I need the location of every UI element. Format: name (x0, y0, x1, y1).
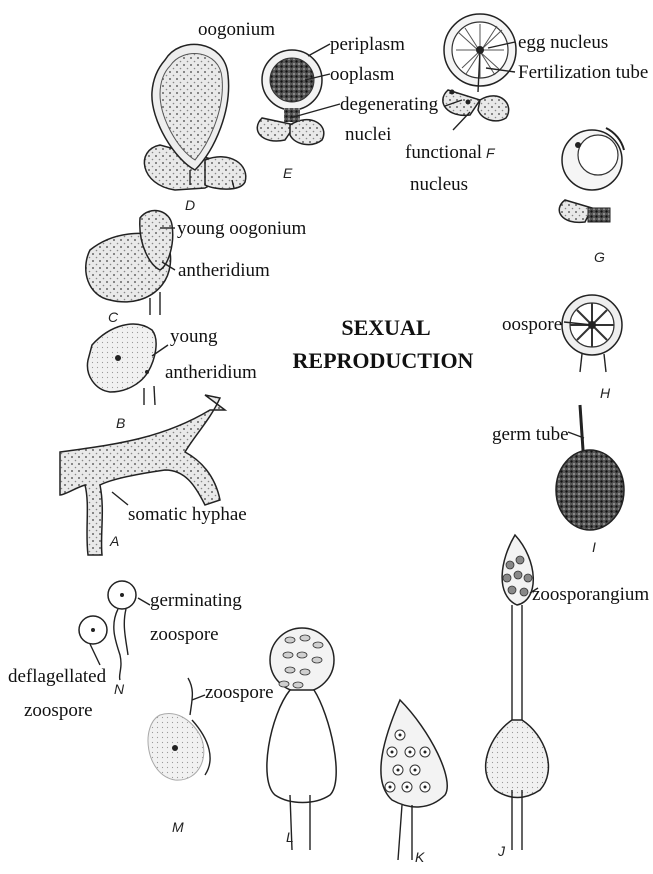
stage-letter-a: A (109, 533, 119, 549)
label-functional: functional (405, 142, 482, 163)
label-zoosporangium: zoosporangium (532, 584, 649, 605)
stage-letter-c: C (108, 309, 119, 325)
stage-letter-n: N (114, 681, 125, 697)
stage-j-drawing (486, 535, 549, 850)
label-degenerating: degenerating (340, 94, 439, 115)
label-zoospore-m: zoospore (205, 682, 274, 703)
stage-m-drawing (148, 678, 210, 780)
label-young: young (170, 326, 218, 347)
stage-letter-g: G (594, 249, 605, 265)
label-nuclei: nuclei (345, 124, 391, 145)
stage-letter-d: D (185, 197, 195, 213)
stage-letter-l: L (286, 829, 294, 845)
stage-d-oogonium-drawing (144, 44, 245, 190)
stage-letter-b: B (116, 415, 125, 431)
label-germ-tube: germ tube (492, 424, 569, 445)
stage-h-drawing (562, 295, 622, 372)
stage-l-drawing (267, 628, 336, 850)
stage-f-drawing (443, 14, 516, 121)
label-germinating: germinating (150, 590, 242, 611)
diagram-title-line1: SEXUAL (341, 315, 430, 340)
stage-letter-m: M (172, 819, 184, 835)
label-young-oogonium: young oogonium (177, 218, 307, 239)
label-somatic-hyphae: somatic hyphae (128, 504, 247, 525)
stage-letter-i: I (592, 539, 596, 555)
label-deflagellated-zoospore: zoospore (24, 700, 93, 721)
label-periplasm: periplasm (330, 34, 405, 55)
stage-letter-e: E (283, 165, 293, 181)
stage-a-drawing (60, 395, 225, 555)
label-germinating-zoospore: zoospore (150, 624, 219, 645)
stage-letter-j: J (497, 843, 506, 859)
label-deflagellated: deflagellated (8, 666, 107, 687)
stage-g-drawing (559, 128, 624, 222)
stage-b-drawing (87, 324, 156, 405)
label-fertilization-tube: Fertilization tube (518, 62, 648, 83)
stage-letter-h: H (600, 385, 611, 401)
stage-c-drawing (86, 211, 173, 315)
label-young-antheridium: antheridium (165, 362, 257, 383)
label-oospore: oospore (502, 314, 562, 335)
stage-k-drawing (381, 700, 447, 860)
label-antheridium: antheridium (178, 260, 270, 281)
label-ooplasm: ooplasm (330, 64, 395, 85)
diagram-title-line2: REPRODUCTION (293, 348, 474, 373)
stage-letter-f: F (486, 145, 496, 161)
stage-letter-k: K (415, 849, 425, 865)
stage-e-drawing (257, 50, 324, 145)
label-nucleus: nucleus (410, 174, 468, 195)
label-egg-nucleus: egg nucleus (518, 32, 608, 53)
label-oogonium: oogonium (198, 19, 275, 40)
